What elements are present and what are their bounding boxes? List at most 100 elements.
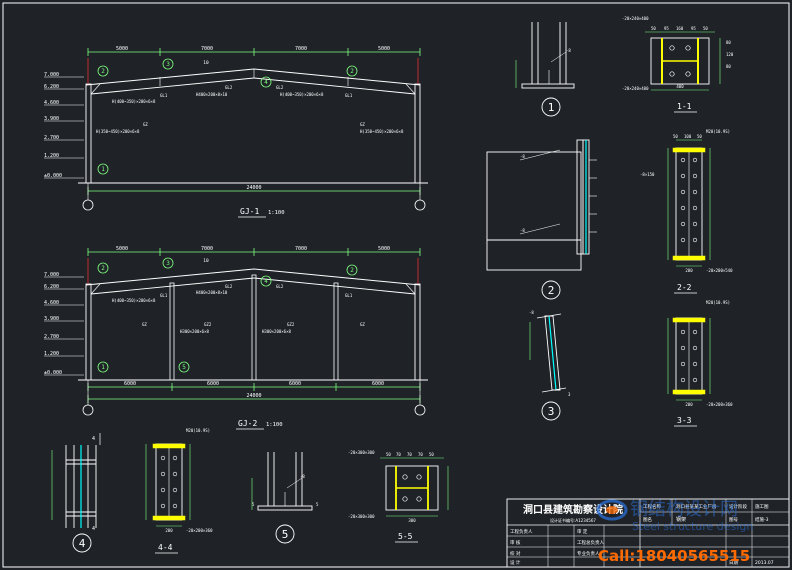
s11-dim-b: 95 — [664, 26, 669, 31]
s22-dim-b: 100 — [684, 134, 692, 139]
gj1-note-gl2a: GL2 — [225, 85, 233, 90]
gj1-title: GJ-1 — [240, 207, 259, 216]
tb-cert: 设计证书编号:A1234567 — [550, 517, 596, 523]
s11-side-a: 80 — [726, 40, 731, 45]
gj1-level-7: ±0.000 — [44, 173, 62, 179]
detail-5: -8 5 5 5 — [251, 452, 319, 544]
s55-dim-d: 70 — [418, 452, 423, 457]
detail2-label: 2 — [548, 284, 555, 297]
gj2-note-gl1b: GL1 — [345, 293, 353, 298]
s33-note-bot: -20×200×360 — [706, 402, 733, 407]
gj2-note-gz-right: GZ — [360, 322, 365, 327]
s55-dim-b: 70 — [396, 452, 401, 457]
gj2-dim-4: 5000 — [378, 246, 390, 252]
gj2-callout-4: 2 — [350, 267, 354, 274]
s11-dim-d: 95 — [691, 26, 696, 31]
s22-bolt: M20(10.9S) — [706, 129, 730, 134]
gj1-dim-2: 7000 — [201, 46, 213, 52]
gj2-dim-3: 7000 — [295, 246, 307, 252]
s11-dim-e: 50 — [703, 26, 708, 31]
tb-no-label: 图号 — [729, 517, 738, 523]
detail5-ref-r: 5 — [316, 502, 319, 507]
gj2-bay-2: 6000 — [207, 381, 219, 387]
gj2-note-rafter: H(400~350)×200×6×8 — [112, 298, 156, 303]
gj2-bay-4: 6000 — [372, 381, 384, 387]
gj1-dim-1: 5000 — [116, 46, 128, 52]
gj1-level-3: 4.600 — [44, 100, 59, 106]
frame-gj2: 5000 7000 7000 5000 6000 6000 6000 6000 … — [44, 246, 428, 430]
s44-label: 4-4 — [158, 543, 173, 552]
s33-label: 3-3 — [677, 416, 692, 425]
gj1-note-col-right: H(350~450)×200×6×8 — [360, 129, 404, 134]
section-4-4: M20(10.9S) 200 -20×200×360 4-4 — [145, 428, 213, 554]
gj2-callout-6: 5 — [182, 364, 186, 371]
gj2-dim-2: 7000 — [201, 246, 213, 252]
s22-dim-c: 50 — [697, 134, 702, 139]
gj2-axis-left — [82, 404, 94, 416]
tb-stage-label: 设计阶段 — [729, 503, 747, 510]
tb-drawing-label: 图名 — [643, 516, 652, 523]
gj1-note-gl2b: GL2 — [276, 85, 284, 90]
detail5-ref-l: 5 — [252, 502, 255, 507]
s55-dim-e: 50 — [429, 452, 434, 457]
gj2-callout-1: 2 — [101, 265, 105, 272]
gj1-scale: 1:100 — [268, 210, 285, 216]
s11-side-c: 80 — [726, 64, 731, 69]
detail4-ref-top: 4 — [92, 436, 95, 442]
tb-mid-2: 工程总负责人 — [577, 539, 604, 546]
s22-total: 200 — [685, 268, 693, 273]
s44-note-bot: -20×200×360 — [186, 528, 213, 533]
detail2-note-bot: -8 — [520, 228, 525, 233]
s55-note-bot: -20×300×300 — [348, 514, 375, 519]
tb-row-2: 审 核 — [510, 539, 521, 546]
gj2-level-4: 3.900 — [44, 316, 59, 322]
s44-bolt: M20(10.9S) — [186, 428, 210, 433]
s55-dim-a: 50 — [386, 452, 391, 457]
gj2-level-7: ±0.000 — [44, 370, 62, 376]
detail4-ref-bot: 4 — [92, 526, 95, 532]
gj2-scale: 1:100 — [266, 422, 283, 428]
gj2-level-2: 6.200 — [44, 284, 59, 290]
detail-4: 4 4 4 — [51, 433, 101, 553]
gj1-total-dim: 24000 — [246, 185, 261, 191]
detail3-label: 3 — [548, 405, 555, 418]
gj2-note-gl2b: GL2 — [276, 284, 284, 289]
gj2-note-h300-a: H300×200×6×8 — [180, 329, 209, 334]
gj2-total-dim: 24000 — [246, 393, 261, 399]
gj1-axis-left — [82, 199, 94, 211]
s22-note-bot: -20×200×540 — [706, 268, 733, 273]
section-2-2: 50 100 50 M20(10.9S) 200 -8×150 -20×200×… — [640, 129, 733, 294]
gj2-note-h400: H400×200×8×10 — [196, 290, 228, 295]
gj2-note-gl2a: GL2 — [225, 284, 233, 289]
gj1-callout-3: 4 — [264, 79, 268, 86]
gj1-level-1: 7.000 — [44, 72, 59, 78]
gj2-callout-5: 1 — [101, 364, 105, 371]
section-5-5: 50 70 70 70 50 300 -20×300×300 -20×300×3… — [348, 450, 449, 543]
gj2-ridge: 10 — [203, 258, 209, 264]
tb-project-label: 工程名称 — [643, 503, 661, 510]
detail3-ref: 3 — [568, 392, 571, 397]
gj1-level-4: 3.900 — [44, 116, 59, 122]
gj2-level-5: 2.700 — [44, 334, 59, 340]
gj2-note-gz-left: GZ — [142, 322, 147, 327]
gj1-note-gl1b: GL1 — [345, 93, 353, 98]
detail2-note-top: -8 — [520, 154, 525, 159]
gj1-axis-right — [414, 199, 426, 211]
s55-note-top: -20×300×300 — [348, 450, 375, 455]
detail1-note: -8 — [566, 48, 571, 53]
detail-3: -8 3 3 — [529, 310, 571, 421]
gj1-note-gz-left: GZ — [143, 122, 148, 127]
gj1-callout-4: 2 — [350, 68, 354, 75]
s11-note-top: -20×240×400 — [622, 16, 649, 21]
tb-row-1: 工程负责人 — [510, 528, 533, 535]
watermark-url: Steel structure design — [632, 520, 753, 533]
gj1-dim-3: 7000 — [295, 46, 307, 52]
detail-1: -8 1 — [515, 22, 575, 117]
gj2-dim-1: 5000 — [116, 246, 128, 252]
watermark: 钢结构设计网 Steel structure design Call:18040… — [596, 499, 753, 565]
s11-dim-bottom: 400 — [676, 84, 684, 89]
gj2-level-6: 1.200 — [44, 351, 59, 357]
gj2-callout-2: 3 — [166, 260, 170, 267]
detail5-label: 5 — [282, 528, 289, 541]
